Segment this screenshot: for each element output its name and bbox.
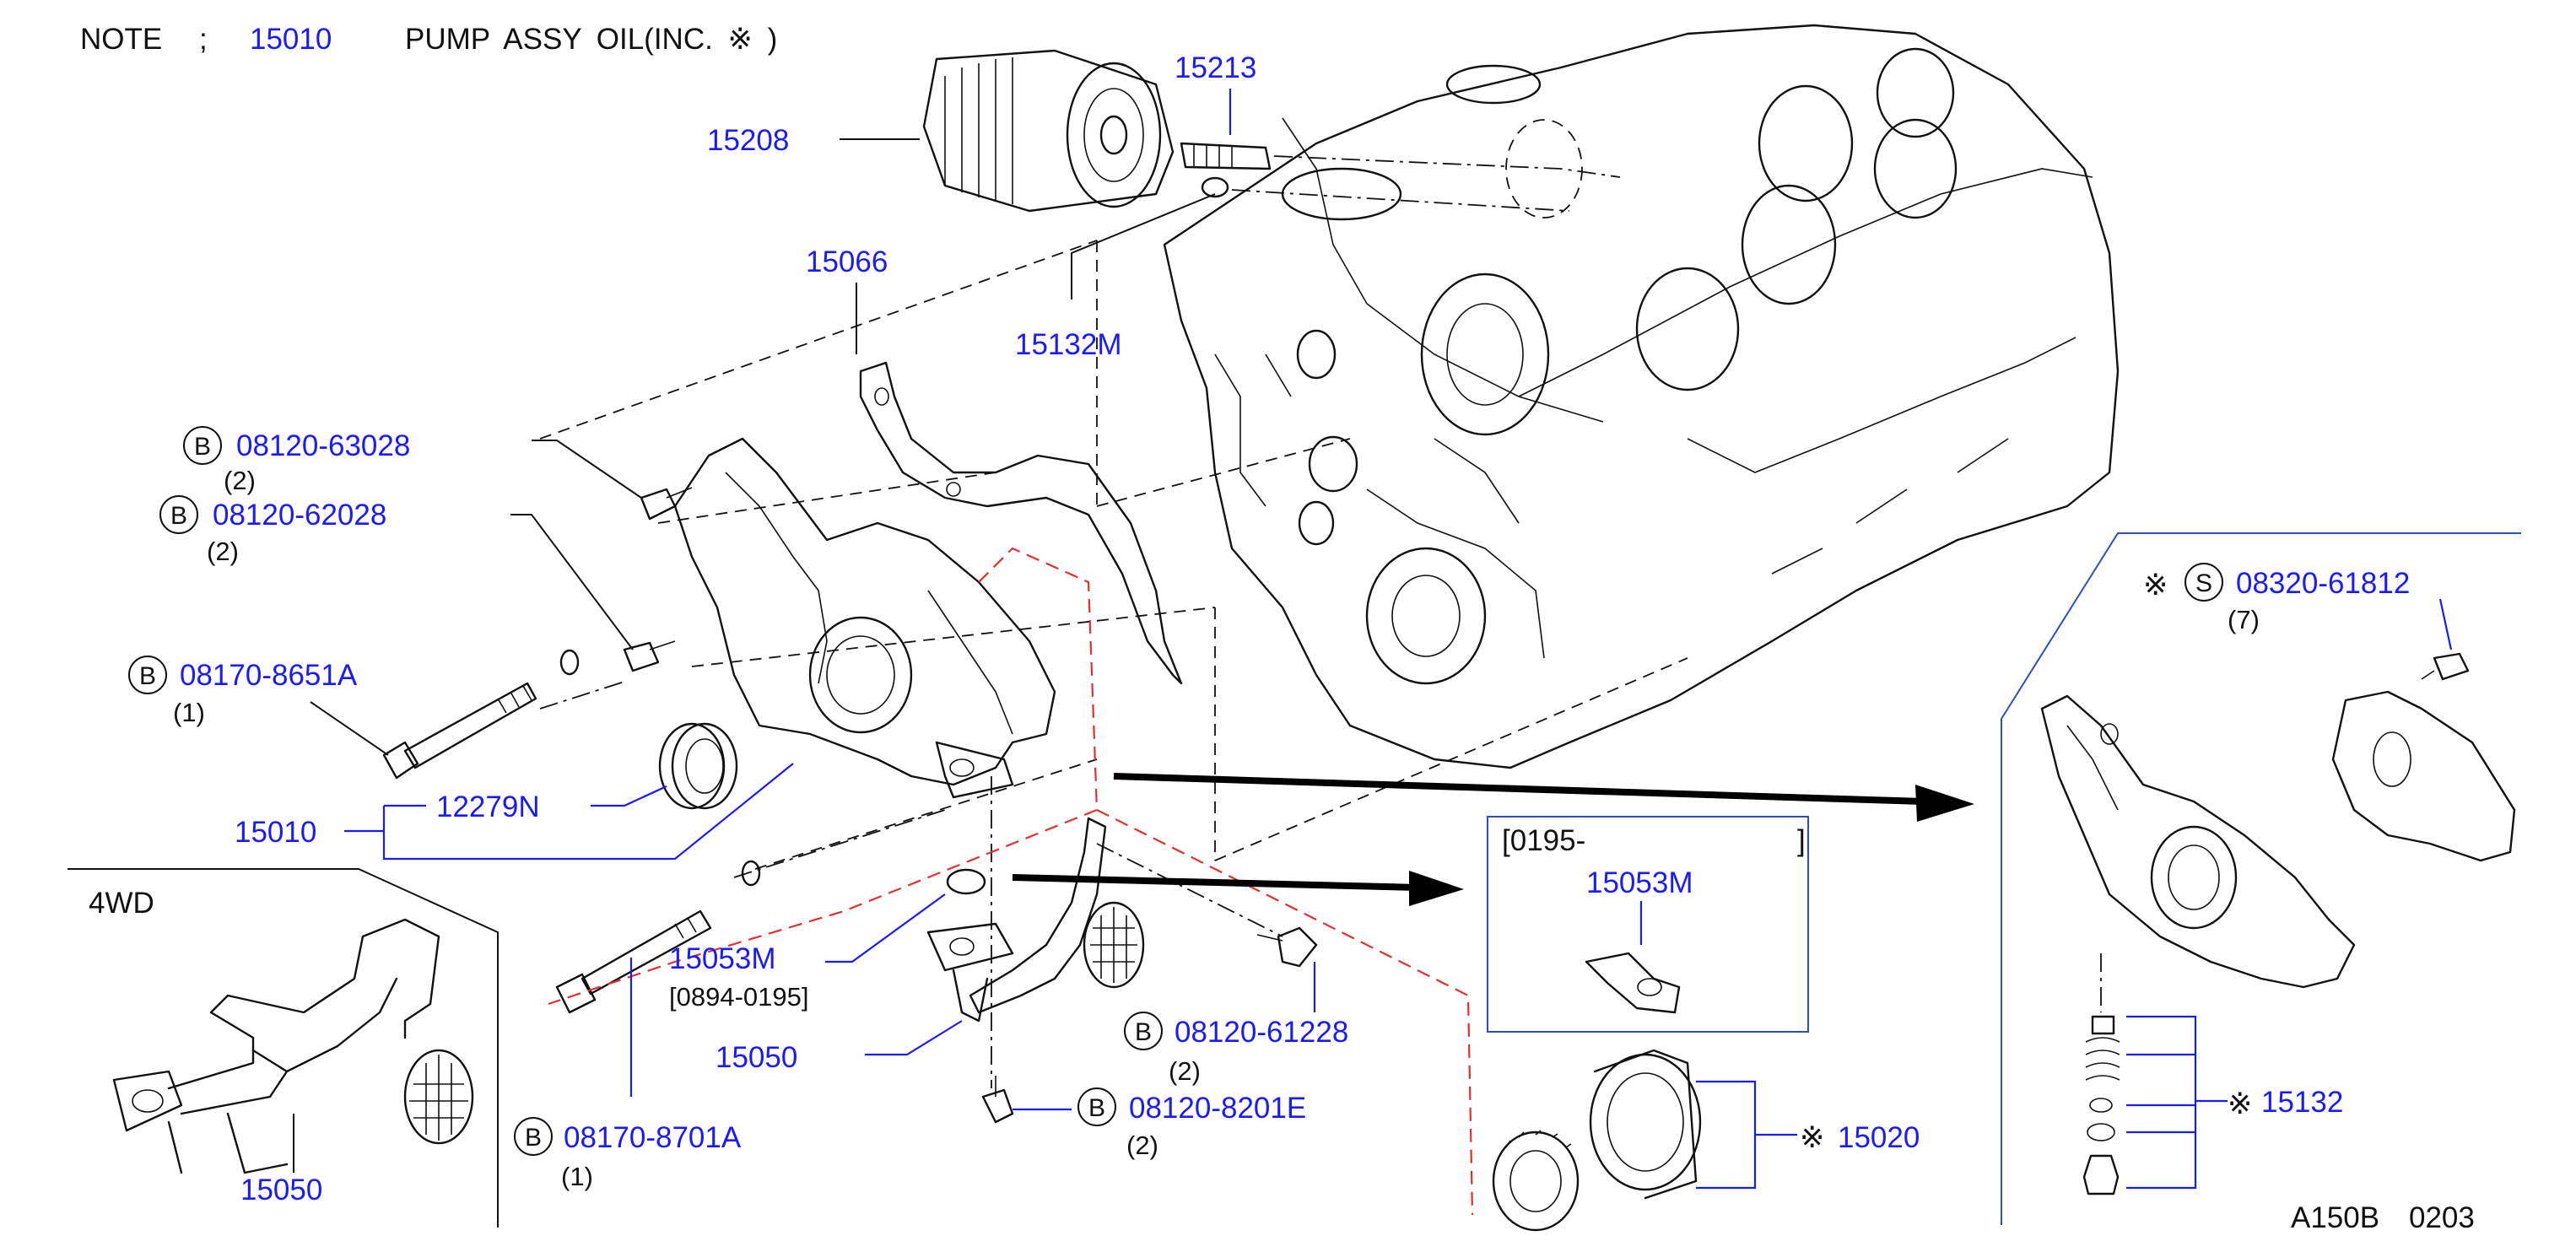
b3-qty: (1) <box>173 698 205 727</box>
right-exploded-panel: ※ S 08320-61812 (7) ※ 15132 <box>2001 532 2521 1225</box>
mark-15020: ※ <box>1800 1121 1824 1154</box>
inset-range-close: ] <box>1797 824 1806 857</box>
callout-08170-8651A[interactable]: 08170-8651A <box>180 659 358 692</box>
symbol-b5 <box>1124 1012 1163 1050</box>
callout-15066[interactable]: 15066 <box>806 246 888 278</box>
b6-code: B <box>1088 1094 1105 1122</box>
callout-15050-4wd[interactable]: 15050 <box>240 1174 322 1206</box>
symbol-b1 <box>183 426 222 465</box>
callouts: 15208 15213 15066 15132M B 08120-63028 (… <box>128 51 2475 1234</box>
callout-08320-61812[interactable]: 08320-61812 <box>2236 567 2410 600</box>
callout-15132[interactable]: 15132 <box>2261 1086 2343 1119</box>
b5-code: B <box>1135 1018 1152 1046</box>
symbol-b2 <box>159 495 198 534</box>
bolt-group-illustration <box>382 487 1318 1124</box>
symbol-b3 <box>128 656 167 694</box>
callout-12279n[interactable]: 12279N <box>436 791 540 823</box>
oil-pump-body-illustration <box>673 437 1056 799</box>
callout-08120-61228[interactable]: 08120-61228 <box>1175 1016 1348 1049</box>
section-4wd: 4WD 15050 <box>68 868 499 1228</box>
note-separator: ; <box>199 23 208 56</box>
b1-qty: (2) <box>224 466 256 495</box>
stud-illustration <box>1180 142 1621 212</box>
mark-s1: ※ <box>2143 569 2168 602</box>
engine-block-illustration <box>1163 24 2120 769</box>
callout-15010[interactable]: 15010 <box>235 816 316 849</box>
callout-15053m-left-range: [0894-0195] <box>669 982 808 1012</box>
callout-15020[interactable]: 15020 <box>1838 1121 1920 1154</box>
symbol-b4 <box>514 1117 553 1156</box>
callout-15053m-inset[interactable]: 15053M <box>1586 866 1693 899</box>
b4-code: B <box>525 1124 542 1152</box>
direction-arrows <box>1012 773 1974 906</box>
b1-code: B <box>194 433 211 461</box>
b2-code: B <box>170 502 187 530</box>
callout-15053m-left[interactable]: 15053M <box>669 942 775 975</box>
s1-code: S <box>2195 569 2212 597</box>
inset-box-0195: [0195- ] 15053M <box>1487 816 1809 1033</box>
note-header: NOTE ; 15010 PUMP ASSY OIL(INC. ※ ) <box>80 23 777 56</box>
oil-strainer-illustration <box>926 817 1145 1023</box>
diagram-code: A150B <box>2291 1201 2379 1234</box>
b4-qty: (1) <box>561 1162 593 1191</box>
diagram-date: 0203 <box>2409 1201 2475 1234</box>
mark-15132: ※ <box>2228 1087 2252 1120</box>
s1-qty: (7) <box>2228 605 2260 634</box>
front-cover-gasket-illustration <box>859 361 1183 685</box>
callout-15050-main[interactable]: 15050 <box>716 1041 797 1074</box>
callout-15213[interactable]: 15213 <box>1175 51 1256 84</box>
callout-15208[interactable]: 15208 <box>707 124 789 157</box>
note-text: PUMP ASSY OIL(INC. ※ ) <box>405 23 777 56</box>
callout-08120-63028[interactable]: 08120-63028 <box>236 429 410 462</box>
inset-range-open: [0195- <box>1502 824 1585 857</box>
callout-08120-8201E[interactable]: 08120-8201E <box>1129 1092 1306 1125</box>
pump-gears-illustration: ※ 15020 <box>1492 1049 1920 1232</box>
note-prefix: NOTE <box>80 23 162 56</box>
callout-08170-8701A[interactable]: 08170-8701A <box>564 1121 742 1154</box>
b5-qty: (2) <box>1169 1056 1201 1086</box>
note-part-number[interactable]: 15010 <box>250 23 332 56</box>
b6-qty: (2) <box>1126 1131 1158 1160</box>
callout-08120-62028[interactable]: 08120-62028 <box>213 499 386 532</box>
front-seal-illustration <box>658 722 738 810</box>
b2-qty: (2) <box>207 537 239 566</box>
b3-code: B <box>139 662 156 690</box>
section-4wd-label: 4WD <box>89 887 154 920</box>
callout-15132m[interactable]: 15132M <box>1015 328 1121 361</box>
symbol-b6 <box>1077 1087 1116 1126</box>
symbol-s1 <box>2184 563 2223 602</box>
phantom-lines <box>539 240 1688 1216</box>
oil-filter-illustration <box>922 49 1175 213</box>
